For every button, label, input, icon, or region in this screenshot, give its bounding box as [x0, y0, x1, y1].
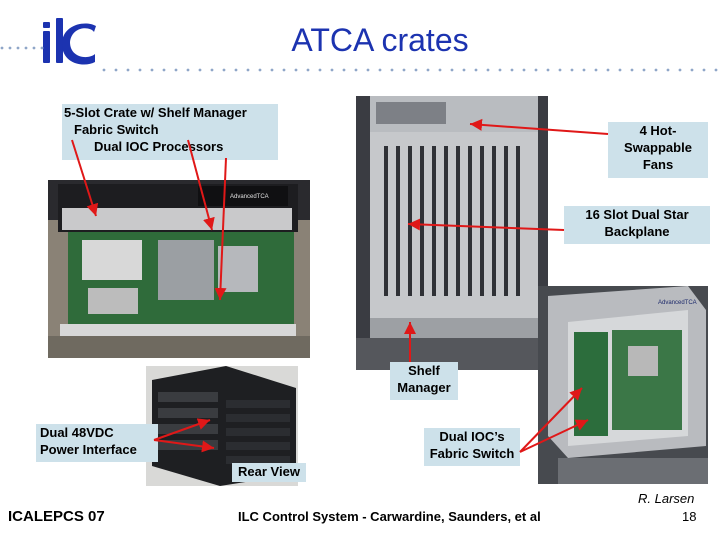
callout-fabric-switch: Dual IOC’s Fabric Switch [424, 428, 520, 466]
callout-fabric-line-2: Fabric Switch [429, 446, 515, 461]
callout-shelf-line-1: Shelf [408, 363, 440, 378]
callout-backplane-line-1: 16 Slot Dual Star [585, 207, 689, 222]
callout-fans-line-1: 4 Hot- [639, 123, 677, 138]
callout-shelf-line-2: Manager [397, 380, 451, 395]
callout-five-slot-crate: 5-Slot Crate w/ Shelf Manager Fabric Swi… [62, 104, 278, 160]
slide-title: ATCA crates [291, 22, 469, 58]
callout-power-line-2: Power Interface [40, 442, 137, 457]
advancedtca-label-2: AdvancedTCA [658, 300, 697, 306]
callout-power-line-1: Dual 48VDC [40, 425, 114, 440]
callout-fans-line-3: Fans [642, 157, 674, 172]
callout-fans: 4 Hot- Swappable Fans [608, 122, 708, 178]
sixteen-slot-crate-photo [356, 96, 548, 370]
crate-side-view-photo: AdvancedTCA [538, 286, 708, 484]
footer-center-text: ILC Control System - Carwardine, Saunder… [238, 509, 541, 524]
callout-backplane: 16 Slot Dual Star Backplane [564, 206, 710, 244]
decorative-dots-right [102, 68, 718, 72]
callout-fabric-line-1: Dual IOC’s [439, 429, 505, 444]
callout-backplane-line-2: Backplane [604, 224, 670, 239]
page-number: 18 [682, 509, 697, 524]
callout-five-slot-line-3: Dual IOC Processors [94, 139, 224, 154]
advancedtca-label: AdvancedTCA [230, 194, 269, 200]
footer-conference: ICALEPCS 07 [8, 508, 105, 525]
decorative-dots-left [0, 46, 44, 50]
callout-five-slot-line-1: 5-Slot Crate w/ Shelf Manager [64, 105, 247, 120]
callout-power-interface: Dual 48VDC Power Interface [36, 424, 158, 462]
ilc-logo [43, 18, 96, 65]
callout-fans-line-2: Swappable [624, 140, 692, 155]
footer-author: R. Larsen [638, 491, 695, 506]
callout-five-slot-line-2: Fabric Switch [74, 122, 159, 137]
callout-shelf-manager: Shelf Manager [390, 362, 458, 400]
callout-rear-view: Rear View [232, 463, 306, 482]
five-slot-crate-photo: AdvancedTCA [48, 180, 310, 358]
